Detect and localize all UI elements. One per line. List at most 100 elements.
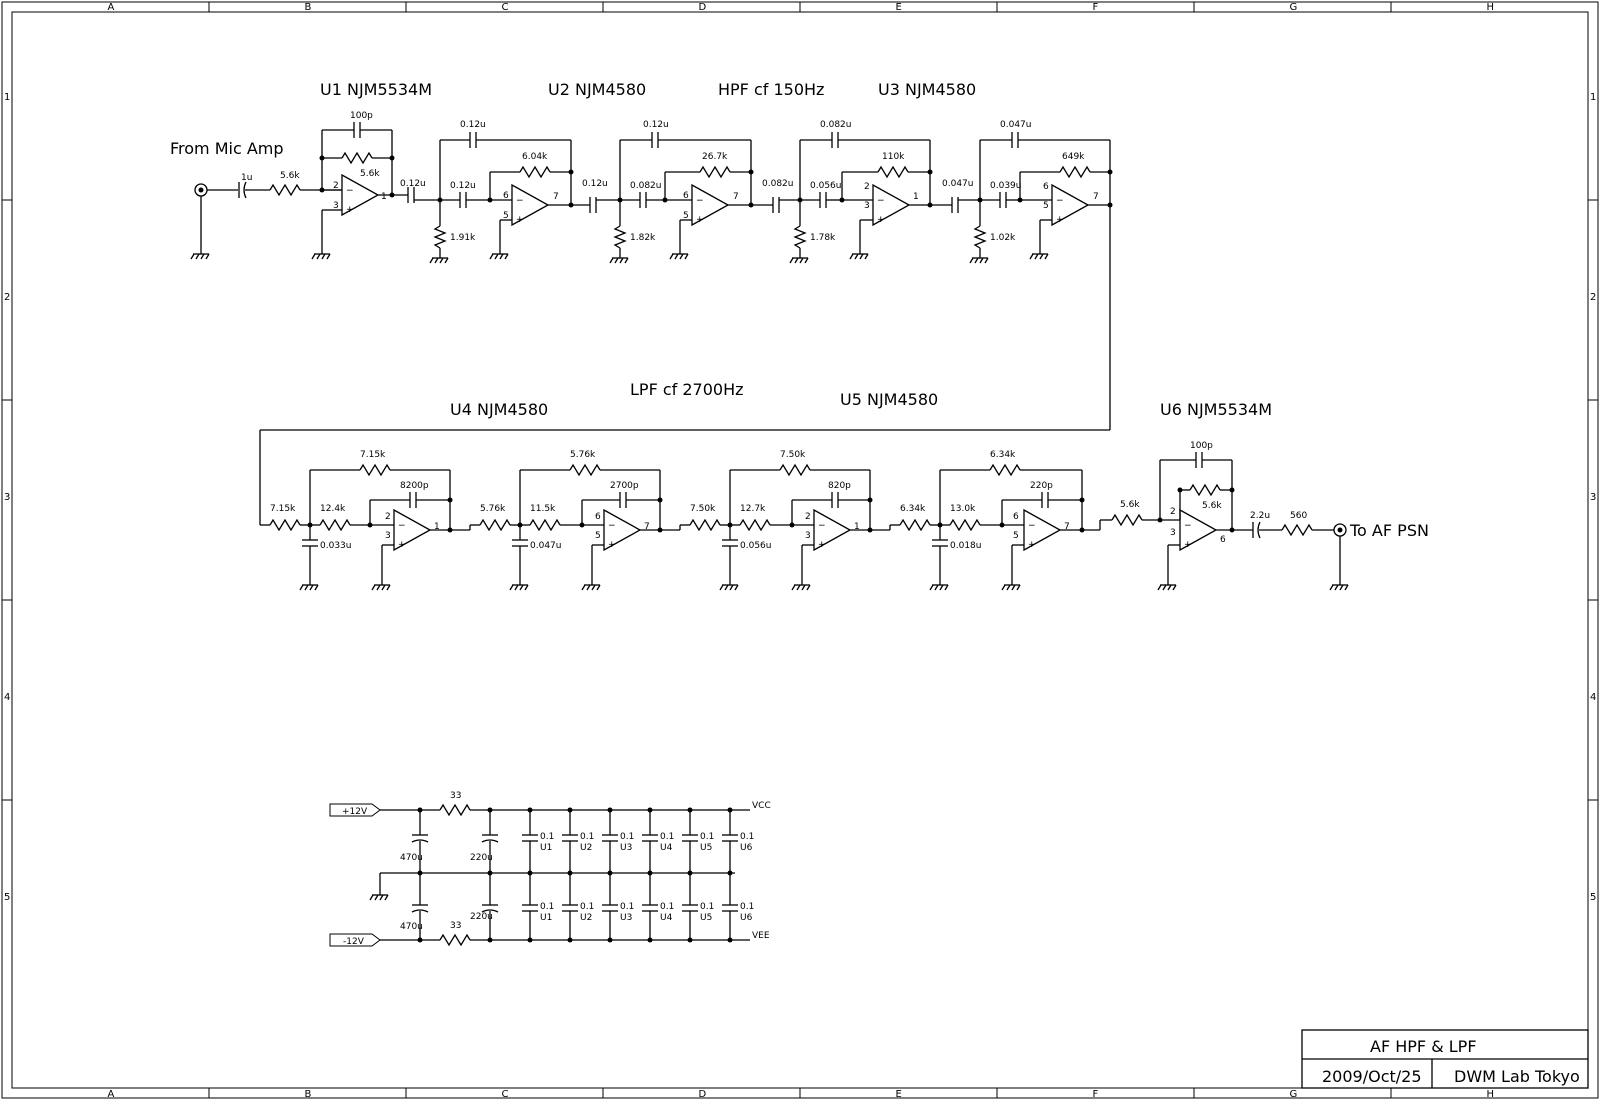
grid-column-top: A — [108, 2, 115, 13]
hpf1-pin-inv: 6 — [503, 191, 509, 201]
bypass-cap-top-value: 0.1 — [740, 832, 754, 842]
u1-feedback-capacitor-value: 100p — [350, 111, 373, 121]
hpf1-pin-out: 7 — [553, 192, 559, 202]
minus-12v-port: -12V — [329, 933, 381, 947]
grid-row-left: 4 — [4, 692, 10, 703]
bypass-capacitors: 0.1U10.1U10.1U20.1U20.1U30.1U30.1U40.1U4… — [522, 807, 754, 943]
grid-column-top: G — [1290, 2, 1298, 13]
plus-12v-label: +12V — [342, 807, 368, 817]
grid-row-right: 1 — [1590, 92, 1596, 103]
lpf1-res-b-value: 12.4k — [320, 504, 346, 514]
hpf2-cap-top-value: 0.12u — [643, 120, 669, 130]
lpf4-cap-gnd-value: 0.018u — [950, 541, 981, 551]
lpf-stage-1: 7.15k 7.15k 12.4k 8200p 0.033u — [260, 450, 480, 591]
bypass-cap-bot-value: 0.1 — [540, 902, 554, 912]
svg-text:+: + — [696, 215, 704, 225]
hpf4-cap-a-value: 0.047u — [942, 179, 973, 189]
hpf3-res-gnd-value: 1.78k — [810, 233, 836, 243]
grid-column-top: B — [305, 2, 312, 13]
grid-column-bottom: F — [1093, 1089, 1099, 1100]
u6-pin-inv: 2 — [1170, 507, 1176, 517]
u1-feedback-resistor-value: 5.6k — [360, 169, 380, 179]
u1-feedback-resistor: 5.6k — [322, 151, 392, 179]
hpf3-pin-noninv: 3 — [864, 201, 870, 211]
lpf-stage-2: 5.76k 5.76k 11.5k 2700p 0.047u — [479, 450, 690, 591]
u6-res-fb-value: 5.6k — [1202, 501, 1222, 511]
lpf4-res-top-value: 6.34k — [990, 450, 1016, 460]
grid-column-bottom: G — [1290, 1089, 1298, 1100]
lpf1-pin-out: 1 — [434, 522, 440, 532]
input-label: From Mic Amp — [170, 139, 284, 158]
ground-symbol — [929, 584, 1021, 591]
svg-text:+: + — [818, 540, 826, 550]
svg-text:+: + — [608, 540, 616, 550]
drawing-org: DWM Lab Tokyo — [1454, 1067, 1580, 1086]
svg-text:−: − — [346, 186, 354, 196]
hpf4-pin-noninv: 5 — [1043, 201, 1049, 211]
hpf2-cap-a-value: 0.12u — [582, 179, 608, 189]
power-cap-220-bot-value: 220u — [470, 912, 493, 922]
grid-column-bottom: D — [699, 1089, 707, 1100]
svg-text:+: + — [1184, 540, 1192, 550]
ground-symbol — [609, 253, 689, 264]
svg-text:+: + — [1056, 215, 1064, 225]
grid-row-right: 5 — [1590, 892, 1596, 903]
hpf3-cap-top-value: 0.082u — [820, 120, 851, 130]
lpf-stage-4: 6.34k 6.34k 13.0k 220p 0.018u — [899, 450, 1112, 591]
electrolytic-cap-470-bot: 470u — [400, 873, 429, 943]
hpf1-cap-top-value: 0.12u — [460, 120, 486, 130]
grid-column-top: F — [1093, 2, 1099, 13]
u6-cap-fb-value: 100p — [1190, 441, 1213, 451]
hpf4-pin-inv: 6 — [1043, 182, 1049, 192]
lpf-stage-3: 7.50k 7.50k 12.7k 820p 0.056u — [689, 450, 900, 591]
minus-12v-label: -12V — [343, 937, 365, 947]
bypass-cap-bot-unit: U6 — [740, 913, 753, 923]
u6-res-in-value: 5.6k — [1120, 500, 1140, 510]
u6-pin-out: 6 — [1220, 535, 1226, 545]
hpf1-cap-a-value: 0.12u — [400, 179, 426, 189]
input-capacitor: 1u — [238, 173, 252, 199]
ground-symbol — [190, 253, 210, 260]
hpf-stage-2: 0.12u 0.12u 0.082u 26.7k 1.82k — [582, 120, 773, 264]
bypass-cap-bot-value: 0.1 — [580, 902, 594, 912]
lpf3-pin-out: 1 — [854, 522, 860, 532]
lpf3-cap-gnd-value: 0.056u — [740, 541, 771, 551]
grid-column-bottom: C — [502, 1089, 509, 1100]
lpf1-pin-inv: 2 — [385, 512, 391, 522]
svg-text:−: − — [1056, 196, 1064, 206]
lpf3-res-a-value: 7.50k — [690, 504, 716, 514]
grid-column-top: H — [1487, 2, 1495, 13]
grid-row-left: 1 — [4, 92, 10, 103]
opamp-u6-stage: 5.6k 100p 5.6k − + 2 3 6 — [1111, 441, 1429, 591]
u2-label: U2 NJM4580 — [548, 80, 646, 99]
input-connector — [190, 183, 210, 260]
lpf3-res-b-value: 12.7k — [740, 504, 766, 514]
title-block: AF HPF & LPF 2009/Oct/25 DWM Lab Tokyo — [1301, 1029, 1589, 1089]
drawing-title: AF HPF & LPF — [1370, 1037, 1477, 1056]
ground-symbol — [509, 584, 601, 591]
svg-text:+: + — [346, 205, 354, 215]
ground-symbol — [369, 894, 389, 901]
bypass-cap-bot-unit: U4 — [660, 913, 673, 923]
hpf4-res-gnd-value: 1.02k — [990, 233, 1016, 243]
hpf-stage-4: 0.047u 0.047u 0.039u 649k 1.02k — [942, 120, 1113, 430]
bypass-cap-top-value: 0.1 — [700, 832, 714, 842]
grid-row-left: 3 — [4, 492, 10, 503]
lpf2-res-top-value: 5.76k — [570, 450, 596, 460]
bypass-cap-top-unit: U6 — [740, 843, 753, 853]
bypass-cap-bot-unit: U5 — [700, 913, 712, 923]
ground-symbol — [1157, 584, 1349, 591]
input-capacitor-value: 1u — [241, 173, 252, 183]
lpf1-res-a-value: 7.15k — [270, 504, 296, 514]
bypass-cap-bot-value: 0.1 — [620, 902, 634, 912]
svg-text:−: − — [516, 196, 524, 206]
lpf2-pin-out: 7 — [644, 522, 650, 532]
ground-symbol — [429, 253, 509, 264]
svg-text:−: − — [818, 521, 826, 531]
u4-label: U4 NJM4580 — [450, 400, 548, 419]
lpf3-pin-noninv: 3 — [805, 531, 811, 541]
lpf1-pin-noninv: 3 — [385, 531, 391, 541]
power-cap-220-top-value: 220u — [470, 853, 493, 863]
grid-row-left: 2 — [4, 292, 10, 303]
